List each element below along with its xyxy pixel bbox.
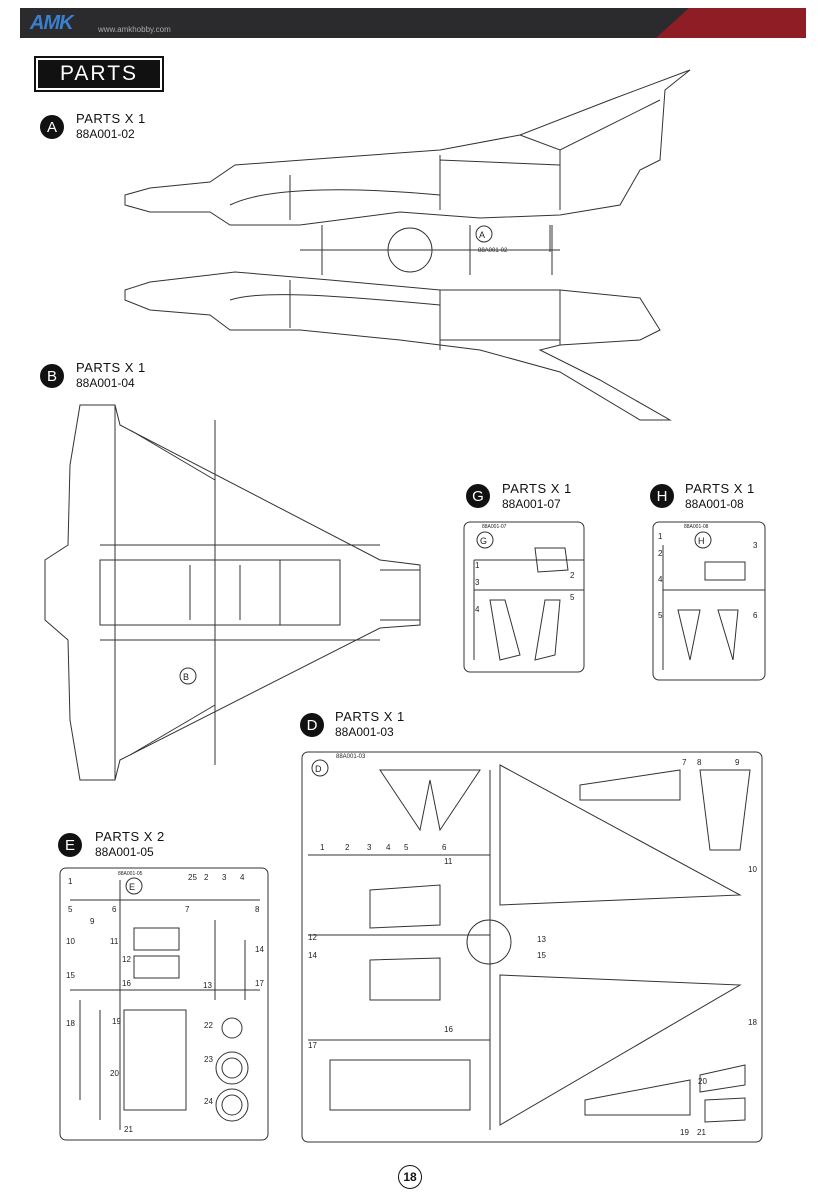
svg-text:25: 25 <box>188 873 197 882</box>
svg-text:23: 23 <box>204 1055 213 1064</box>
sprue-b: B <box>44 404 421 781</box>
svg-text:1: 1 <box>320 843 325 852</box>
svg-text:16: 16 <box>122 979 131 988</box>
svg-text:6: 6 <box>442 843 447 852</box>
section-d-qty: PARTS X 1 <box>335 709 405 724</box>
brand-url: www.amkhobby.com <box>98 25 171 34</box>
svg-text:10: 10 <box>66 937 75 946</box>
svg-text:1: 1 <box>475 561 480 570</box>
section-h-badge: H <box>650 484 674 508</box>
sprue-h: H 88A001-08 1 2 3 4 5 6 <box>652 521 766 681</box>
svg-text:5: 5 <box>404 843 409 852</box>
svg-text:9: 9 <box>90 917 95 926</box>
svg-text:1: 1 <box>658 532 663 541</box>
svg-text:20: 20 <box>110 1069 119 1078</box>
svg-text:16: 16 <box>444 1025 453 1034</box>
svg-text:7: 7 <box>185 905 190 914</box>
section-a-code: 88A001-02 <box>76 127 135 141</box>
svg-text:19: 19 <box>680 1128 689 1137</box>
svg-text:5: 5 <box>570 593 575 602</box>
section-e-code: 88A001-05 <box>95 845 154 859</box>
section-d-badge: D <box>300 713 324 737</box>
svg-text:19: 19 <box>112 1017 121 1026</box>
svg-text:10: 10 <box>748 865 757 874</box>
svg-text:4: 4 <box>240 873 245 882</box>
section-e-qty: PARTS X 2 <box>95 829 165 844</box>
page-title: PARTS <box>34 56 164 92</box>
sprue-d-label: 88A001-03 <box>336 754 366 760</box>
sprue-h-label: 88A001-08 <box>684 524 709 530</box>
section-g-code: 88A001-07 <box>502 497 561 511</box>
svg-text:17: 17 <box>308 1041 317 1050</box>
svg-text:E: E <box>129 882 135 892</box>
svg-text:21: 21 <box>697 1128 706 1137</box>
svg-text:2: 2 <box>345 843 350 852</box>
svg-text:4: 4 <box>475 605 480 614</box>
svg-text:4: 4 <box>386 843 391 852</box>
section-e-badge: E <box>58 833 82 857</box>
svg-text:3: 3 <box>753 541 758 550</box>
section-a-badge: A <box>40 115 64 139</box>
section-h-code: 88A001-08 <box>685 497 744 511</box>
sprue-a: A 88A001-02 <box>124 69 691 421</box>
section-d-code: 88A001-03 <box>335 725 394 739</box>
svg-text:11: 11 <box>444 857 453 866</box>
section-g-qty: PARTS X 1 <box>502 481 572 496</box>
svg-text:21: 21 <box>124 1125 133 1134</box>
svg-text:9: 9 <box>735 758 740 767</box>
section-b-badge: B <box>40 364 64 388</box>
svg-text:18: 18 <box>748 1018 757 1027</box>
section-b-qty: PARTS X 1 <box>76 360 146 375</box>
svg-text:12: 12 <box>122 955 131 964</box>
svg-text:11: 11 <box>110 937 119 946</box>
svg-text:D: D <box>315 764 322 774</box>
svg-text:8: 8 <box>255 905 260 914</box>
svg-text:6: 6 <box>753 611 758 620</box>
svg-text:H: H <box>698 536 705 546</box>
sprue-a-label: 88A001-02 <box>478 248 508 254</box>
svg-text:15: 15 <box>537 951 546 960</box>
section-b-code: 88A001-04 <box>76 376 135 390</box>
svg-text:3: 3 <box>475 578 480 587</box>
svg-text:13: 13 <box>203 981 212 990</box>
svg-text:14: 14 <box>255 945 264 954</box>
svg-text:3: 3 <box>222 873 227 882</box>
svg-text:A: A <box>479 230 485 240</box>
svg-text:7: 7 <box>682 758 687 767</box>
svg-text:G: G <box>480 536 487 546</box>
brand-logo: AMK <box>30 12 74 34</box>
svg-text:3: 3 <box>367 843 372 852</box>
svg-text:1: 1 <box>68 877 73 886</box>
sprue-g: G 88A001-07 1 2 3 4 5 <box>463 521 585 673</box>
svg-text:B: B <box>183 672 189 682</box>
svg-text:2: 2 <box>658 549 663 558</box>
svg-text:6: 6 <box>112 905 117 914</box>
svg-text:24: 24 <box>204 1097 213 1106</box>
svg-text:5: 5 <box>68 905 73 914</box>
svg-text:13: 13 <box>537 935 546 944</box>
section-h-qty: PARTS X 1 <box>685 481 755 496</box>
svg-text:5: 5 <box>658 611 663 620</box>
sprue-e-label: 88A001-05 <box>118 871 143 877</box>
svg-text:2: 2 <box>570 571 575 580</box>
sprue-g-label: 88A001-07 <box>482 524 507 530</box>
svg-text:20: 20 <box>698 1077 707 1086</box>
page-number: 18 <box>398 1165 422 1189</box>
svg-text:4: 4 <box>658 575 663 584</box>
section-g-badge: G <box>466 484 490 508</box>
svg-text:8: 8 <box>697 758 702 767</box>
svg-text:2: 2 <box>204 873 209 882</box>
svg-text:15: 15 <box>66 971 75 980</box>
header-bar <box>20 8 806 38</box>
svg-text:17: 17 <box>255 979 264 988</box>
svg-text:12: 12 <box>308 933 317 942</box>
section-a-qty: PARTS X 1 <box>76 111 146 126</box>
svg-text:14: 14 <box>308 951 317 960</box>
svg-text:22: 22 <box>204 1021 213 1030</box>
svg-text:18: 18 <box>66 1019 75 1028</box>
